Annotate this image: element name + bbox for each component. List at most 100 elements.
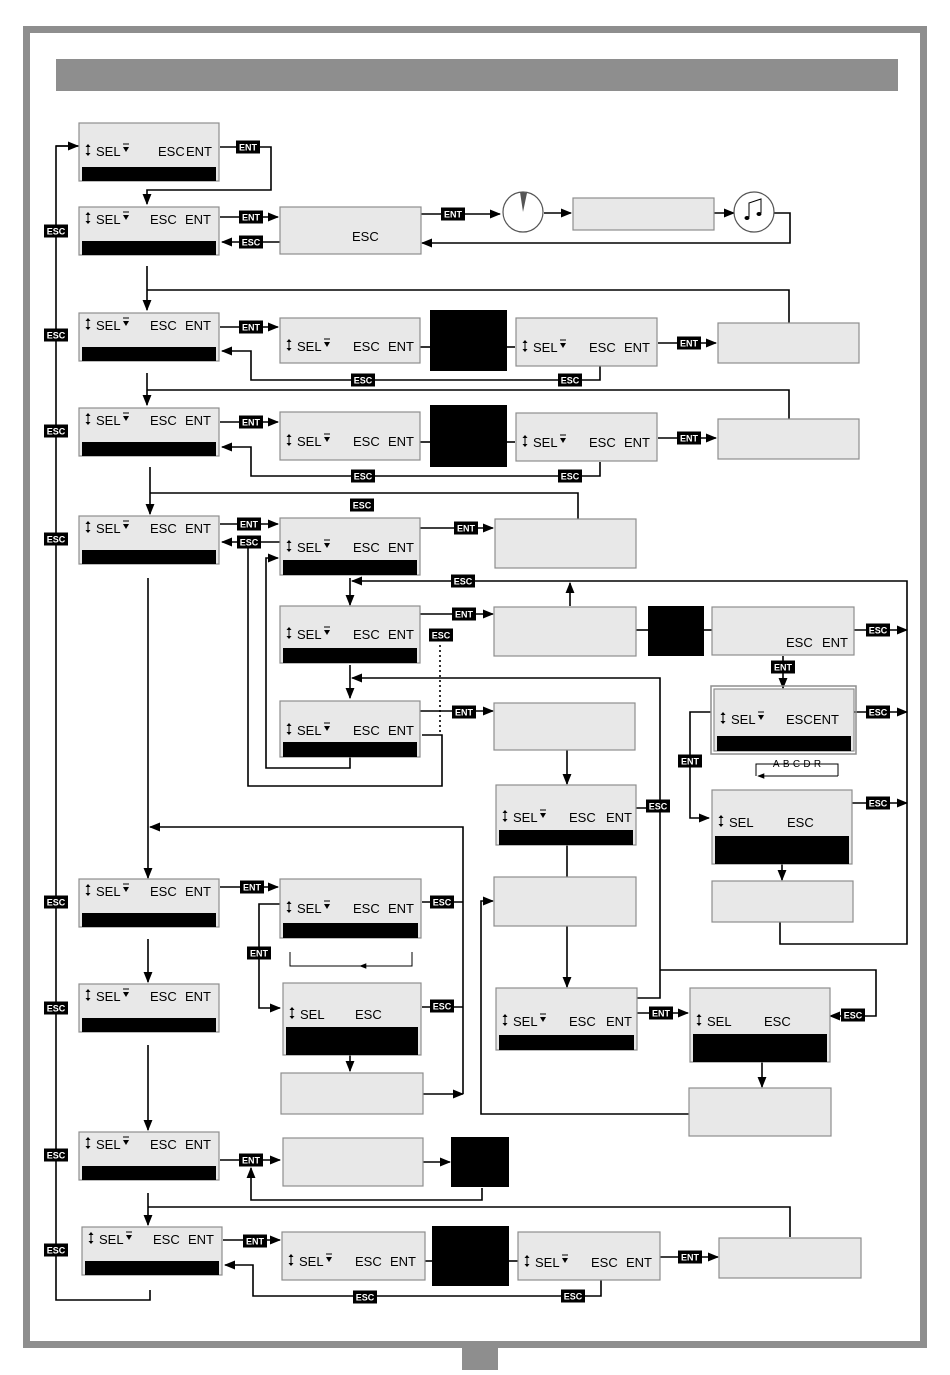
esc-tag-label: ESC bbox=[869, 708, 888, 718]
sel-label: SEL bbox=[96, 989, 121, 1004]
up-down-arrow-icon bbox=[522, 340, 528, 352]
screen-body bbox=[279, 317, 421, 364]
icon-up-tip bbox=[288, 1254, 294, 1257]
ent-label: ENT bbox=[606, 1014, 632, 1029]
ent-tag-label: ENT bbox=[681, 757, 700, 767]
ent-label: ENT bbox=[186, 144, 212, 159]
icon-up-tip bbox=[286, 434, 292, 437]
ent-key-tag: ENT bbox=[452, 705, 476, 719]
screen-body bbox=[515, 412, 658, 462]
timer-dial-icon bbox=[502, 191, 544, 233]
tag-body bbox=[452, 705, 476, 719]
ent-key-tag: ENT bbox=[678, 754, 702, 768]
esc-tag-label: ESC bbox=[454, 577, 473, 587]
down-triangle-icon bbox=[123, 215, 129, 220]
icon-down-tip bbox=[522, 444, 528, 447]
icon-up-tip bbox=[522, 340, 528, 343]
up-down-arrow-icon bbox=[286, 339, 292, 351]
esc-key-tag: ESC bbox=[44, 224, 68, 238]
esc-key-tag: ESC bbox=[646, 799, 670, 813]
esc-key-tag: ESC bbox=[558, 469, 582, 483]
ent-label: ENT bbox=[624, 435, 650, 450]
flow-line bbox=[779, 630, 908, 945]
esc-key-tag: ESC bbox=[44, 532, 68, 546]
esc-label: ESC bbox=[150, 989, 177, 1004]
up-down-arrow-icon bbox=[502, 1014, 508, 1026]
ent-key-tag: ENT bbox=[239, 210, 263, 224]
tag-body bbox=[351, 373, 375, 387]
icon-up-tip bbox=[720, 712, 726, 715]
esc-key-tag: ESC bbox=[44, 1243, 68, 1257]
icon-down-tip bbox=[289, 1016, 295, 1019]
tag-body bbox=[429, 628, 453, 642]
note-circle bbox=[733, 191, 775, 233]
sel-label: SEL bbox=[297, 627, 322, 642]
icon-up-tip bbox=[85, 144, 91, 147]
display-arrows-icon: ▼▲ bbox=[436, 1228, 462, 1243]
up-down-arrow-icon bbox=[696, 1014, 702, 1026]
music-note-icon bbox=[733, 191, 775, 233]
black-display: ▼▲ bbox=[430, 310, 507, 371]
sel-label: SEL bbox=[96, 318, 121, 333]
down-triangle-icon bbox=[324, 726, 330, 731]
esc-key-tag: ESC bbox=[351, 373, 375, 387]
ent-label: ENT bbox=[185, 318, 211, 333]
icon-down-tip bbox=[288, 1263, 294, 1266]
result-box bbox=[280, 1072, 424, 1115]
ent-tag-label: ENT bbox=[652, 1009, 671, 1019]
icon-up-tip bbox=[696, 1014, 702, 1017]
esc-tag-label: ESC bbox=[561, 472, 580, 482]
icon-up-tip bbox=[524, 1255, 530, 1258]
icon-up-tip bbox=[286, 723, 292, 726]
ent-key-tag: ENT bbox=[454, 521, 478, 535]
sel-label: SEL bbox=[731, 712, 756, 727]
result-box bbox=[282, 1137, 424, 1187]
screen-black-bar bbox=[715, 836, 849, 864]
bar-arrows-icon: ▼▲ bbox=[136, 550, 162, 565]
icon-down-tip bbox=[286, 549, 292, 552]
tag-body bbox=[239, 1153, 263, 1167]
ent-key-tag: ENT bbox=[239, 320, 263, 334]
tag-body bbox=[44, 1001, 68, 1015]
icon-up-tip bbox=[502, 810, 508, 813]
sel-label: SEL bbox=[297, 540, 322, 555]
esc-key-tag: ESC bbox=[351, 469, 375, 483]
flow-line bbox=[147, 389, 790, 419]
page-number-tab bbox=[462, 1344, 498, 1370]
esc-label: ESC bbox=[589, 340, 616, 355]
result-box bbox=[493, 606, 637, 657]
up-down-arrow-icon bbox=[502, 810, 508, 822]
esc-tag-label: ESC bbox=[47, 427, 66, 437]
black-display-body bbox=[451, 1137, 509, 1187]
esc-label: ESC bbox=[353, 627, 380, 642]
ent-tag-label: ENT bbox=[455, 610, 474, 620]
tag-body bbox=[239, 320, 263, 334]
up-down-arrow-icon bbox=[85, 212, 91, 224]
